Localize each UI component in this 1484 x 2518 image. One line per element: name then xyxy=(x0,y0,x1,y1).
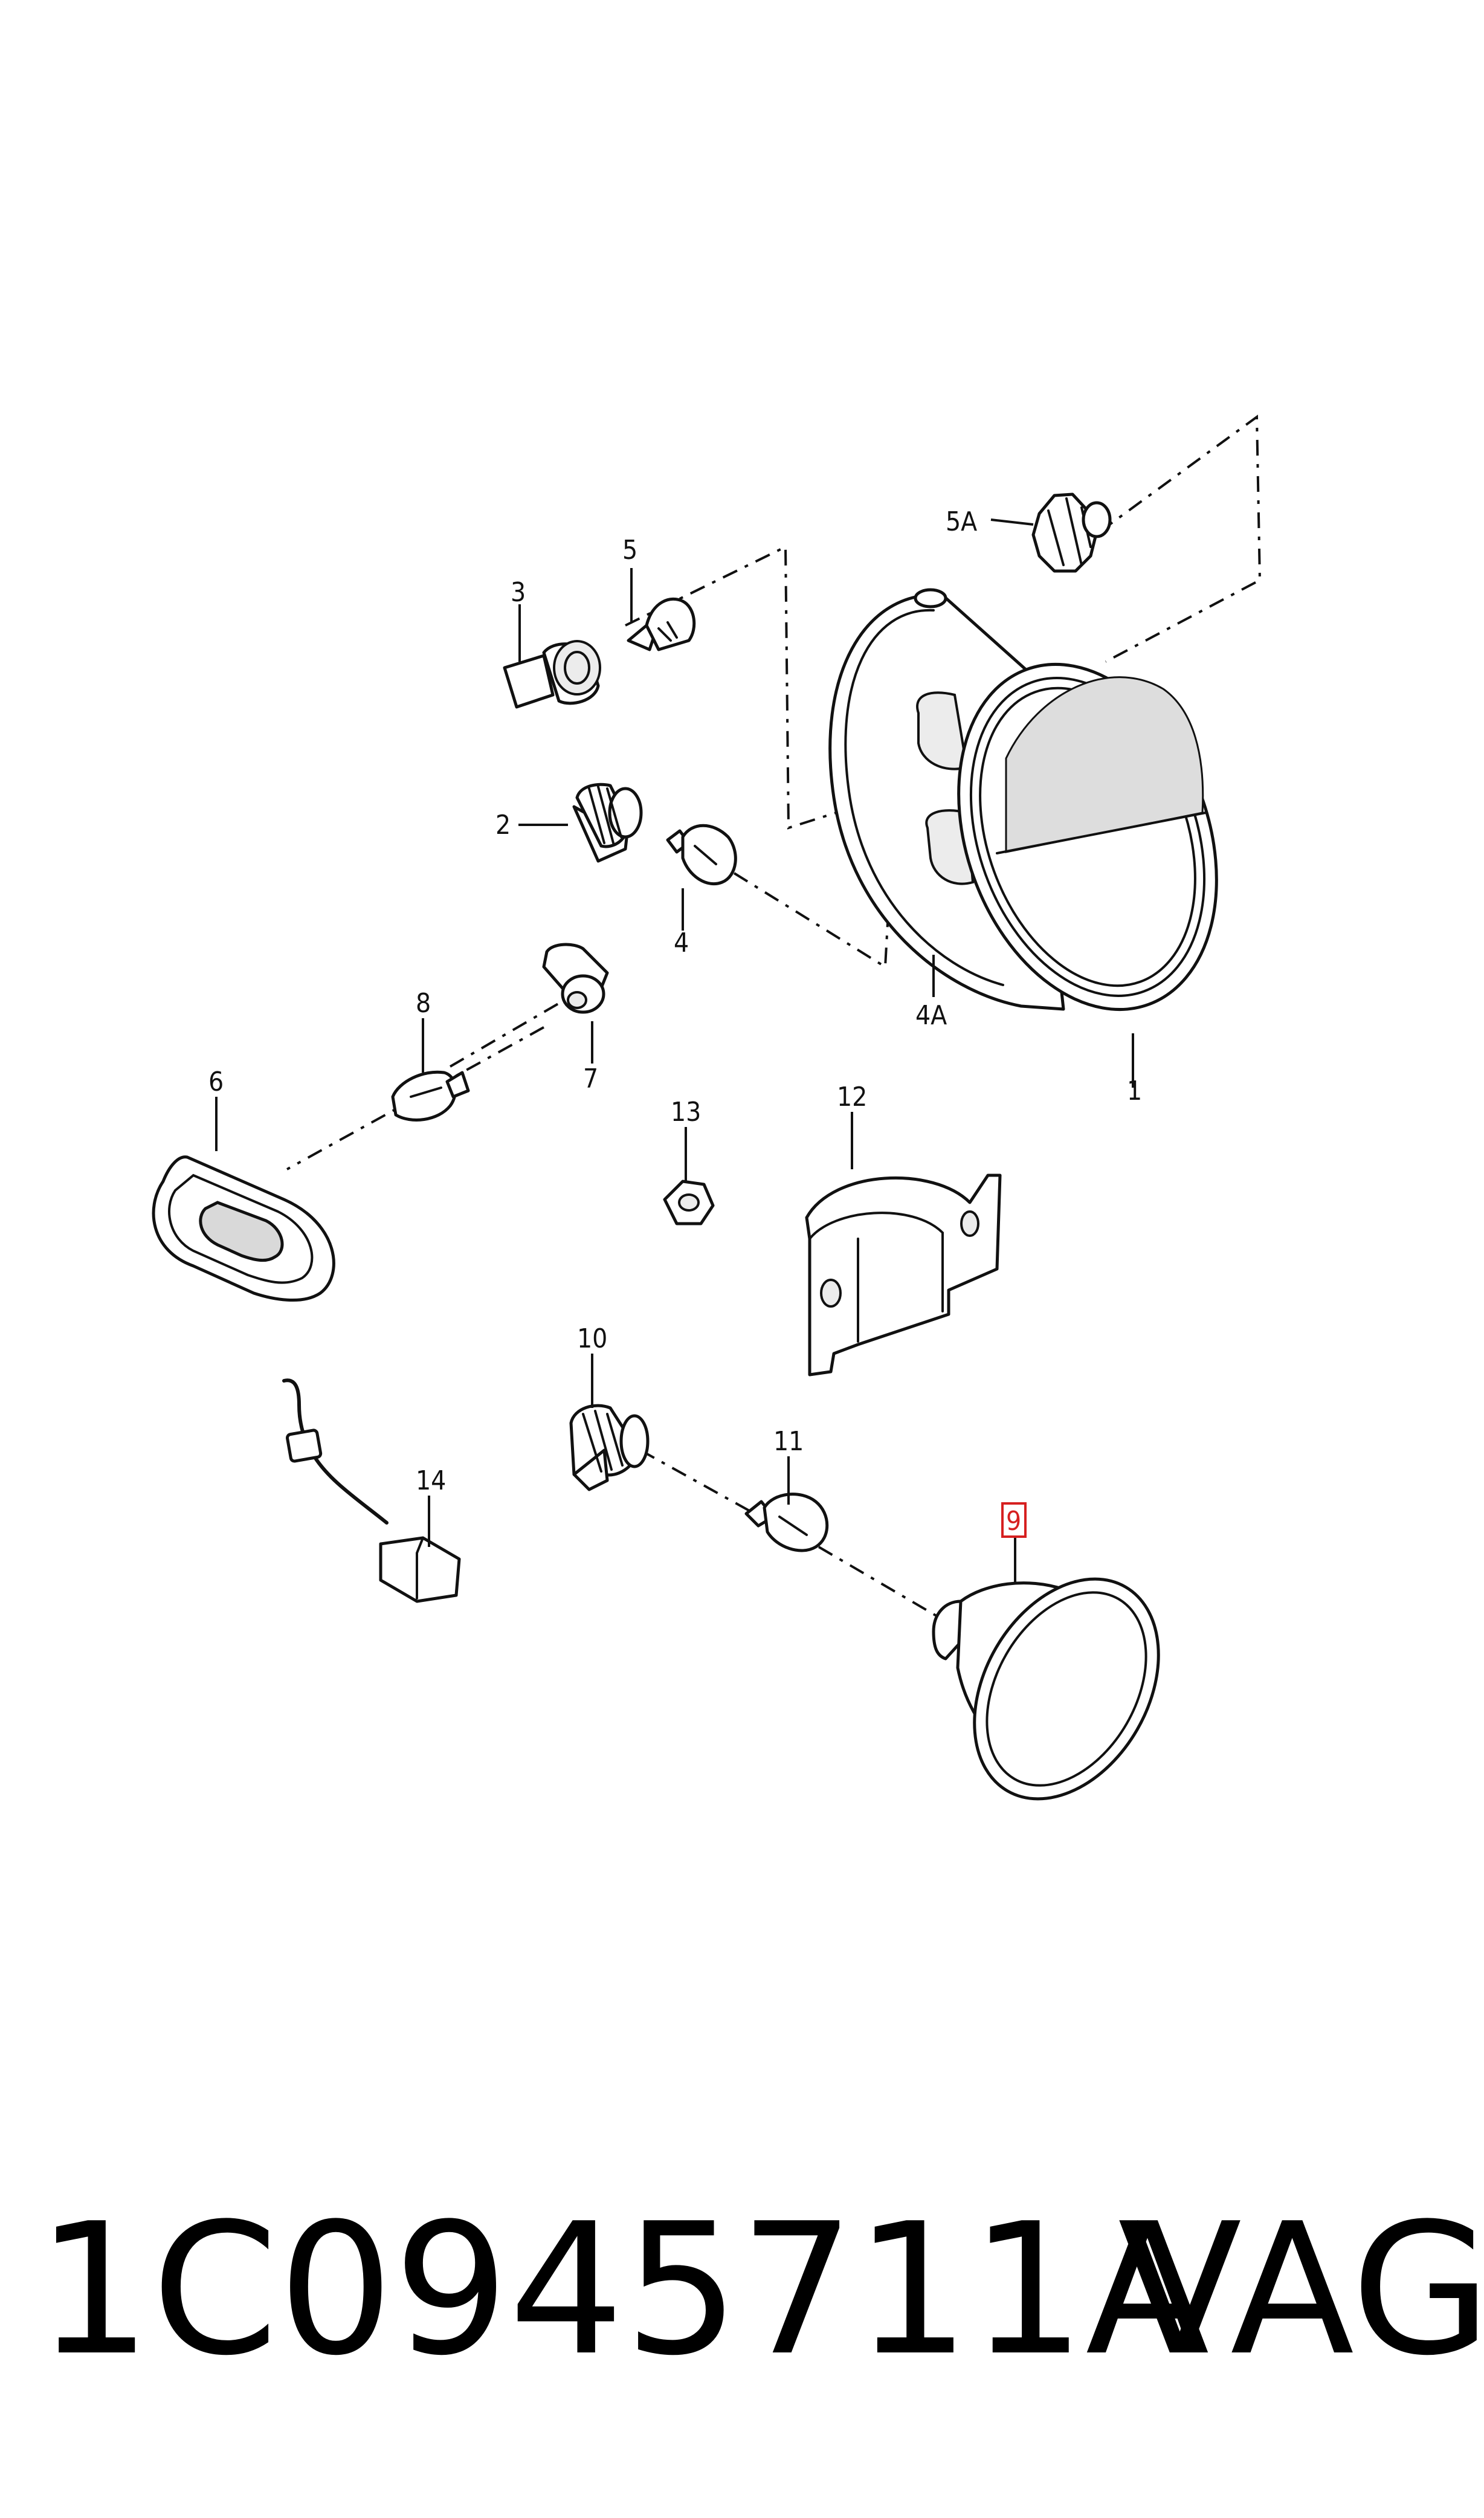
hex-nut[interactable] xyxy=(663,1180,715,1225)
callout-3: 3 xyxy=(511,577,526,608)
callout-8: 8 xyxy=(416,988,431,1019)
callout-1: 1 xyxy=(1127,1076,1142,1106)
bulb-8[interactable] xyxy=(391,1070,470,1122)
mounting-bracket[interactable] xyxy=(805,1173,1002,1377)
callout-5a: 5A xyxy=(946,506,977,537)
callout-7: 7 xyxy=(583,1064,598,1094)
callout-4a: 4A xyxy=(915,1000,947,1031)
leader-lines xyxy=(215,518,1134,1583)
highlight-box-9 xyxy=(1001,1502,1027,1538)
brand-text: VAG xyxy=(1118,2184,1484,2395)
side-marker-lamp[interactable] xyxy=(152,1155,335,1302)
callout-10: 10 xyxy=(577,1323,607,1354)
fog-lamp[interactable] xyxy=(932,1546,1196,1832)
callout-12: 12 xyxy=(837,1082,867,1112)
socket-10[interactable] xyxy=(569,1404,650,1491)
socket-7[interactable] xyxy=(542,943,609,1014)
callout-2: 2 xyxy=(495,810,511,841)
callout-11: 11 xyxy=(773,1426,804,1457)
callout-6: 6 xyxy=(208,1067,224,1097)
callout-labels: 1 4A 5A 3 5 2 4 7 8 6 13 12 10 11 14 9 xyxy=(208,506,1142,1538)
headlight-assembly[interactable] xyxy=(828,588,1262,1046)
callout-9: 9 xyxy=(1006,1506,1021,1537)
bulb-11[interactable] xyxy=(744,1493,829,1552)
bulb-4[interactable] xyxy=(666,824,737,886)
callout-14: 14 xyxy=(416,1465,446,1496)
wiring-harness[interactable] xyxy=(282,1378,461,1603)
bulb-socket-3[interactable] xyxy=(503,640,601,709)
socket-2[interactable] xyxy=(572,783,643,863)
adjuster-knob[interactable] xyxy=(1031,492,1112,573)
callout-5: 5 xyxy=(622,535,637,566)
callout-13: 13 xyxy=(671,1097,701,1128)
bulb-5[interactable] xyxy=(627,597,696,651)
callout-4: 4 xyxy=(674,928,689,958)
part-number-text: 1C0945711A xyxy=(36,2184,1210,2395)
